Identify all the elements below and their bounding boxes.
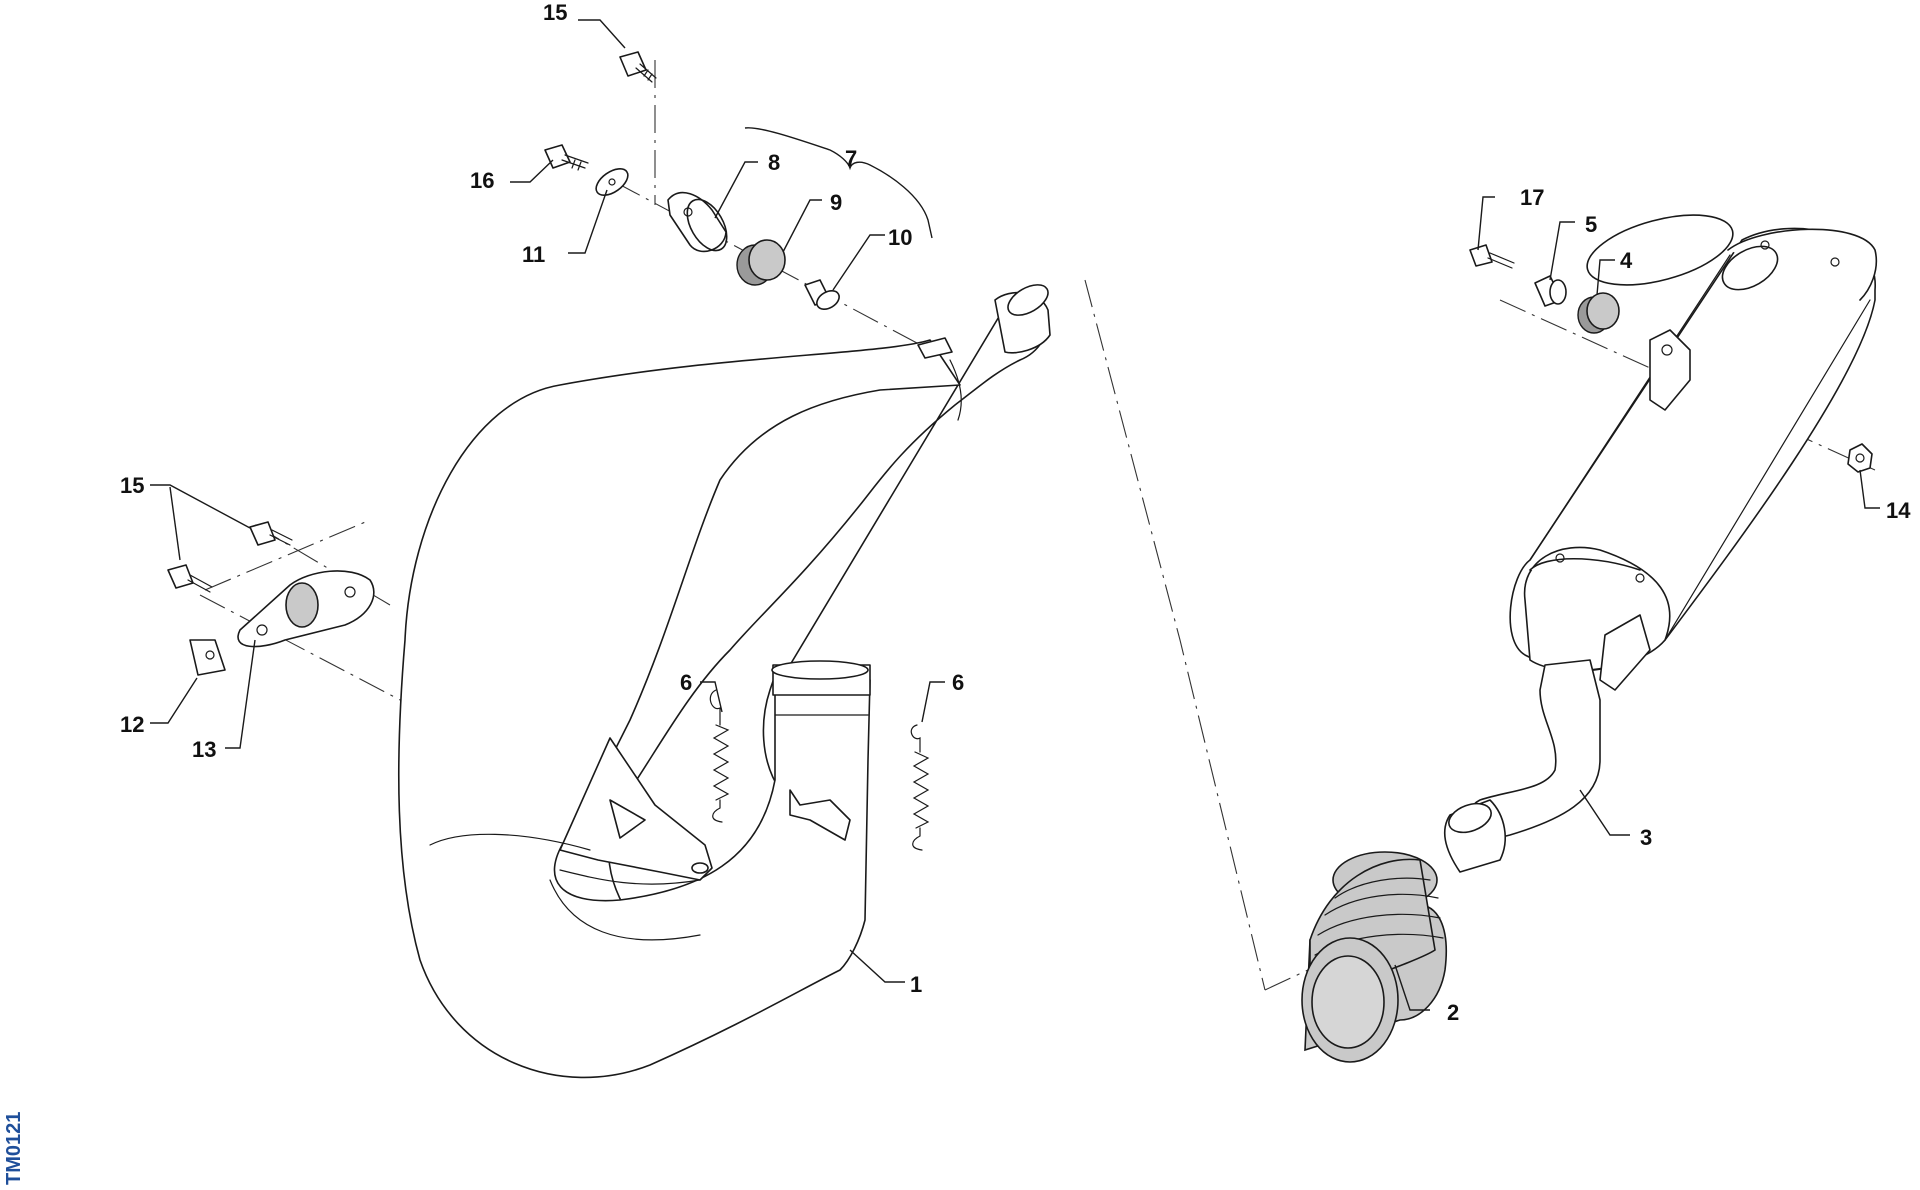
top-mount-hardware <box>544 51 933 310</box>
callout-12: 12 <box>120 712 144 737</box>
right-mount-hardware <box>1469 244 1873 473</box>
callouts: 15 16 11 8 7 9 10 15 12 13 6 6 1 2 3 17 … <box>120 0 1911 1025</box>
callout-14: 14 <box>1886 498 1911 523</box>
callout-15-top: 15 <box>543 0 567 25</box>
left-flange-hardware <box>167 521 375 676</box>
silencer-seal <box>1301 851 1448 1063</box>
callout-10: 10 <box>888 225 912 250</box>
callout-5: 5 <box>1585 212 1597 237</box>
callout-1: 1 <box>910 972 922 997</box>
callout-4: 4 <box>1620 248 1633 273</box>
silencer <box>1444 214 1878 873</box>
callout-16: 16 <box>470 168 494 193</box>
callout-6-left: 6 <box>680 670 692 695</box>
callout-13: 13 <box>192 737 216 762</box>
callout-3: 3 <box>1640 825 1652 850</box>
diagram-code: TM0121 <box>3 1112 25 1185</box>
callout-7: 7 <box>845 146 857 171</box>
leader-lines <box>150 19 1880 1011</box>
callout-17: 17 <box>1520 185 1544 210</box>
callout-11: 11 <box>522 242 545 267</box>
header-pipe <box>397 284 1051 1079</box>
callout-15-left: 15 <box>120 473 144 498</box>
callout-2: 2 <box>1447 1000 1459 1025</box>
callout-8: 8 <box>768 150 780 175</box>
springs <box>709 689 930 851</box>
callout-6-right: 6 <box>952 670 964 695</box>
callout-9: 9 <box>830 190 842 215</box>
